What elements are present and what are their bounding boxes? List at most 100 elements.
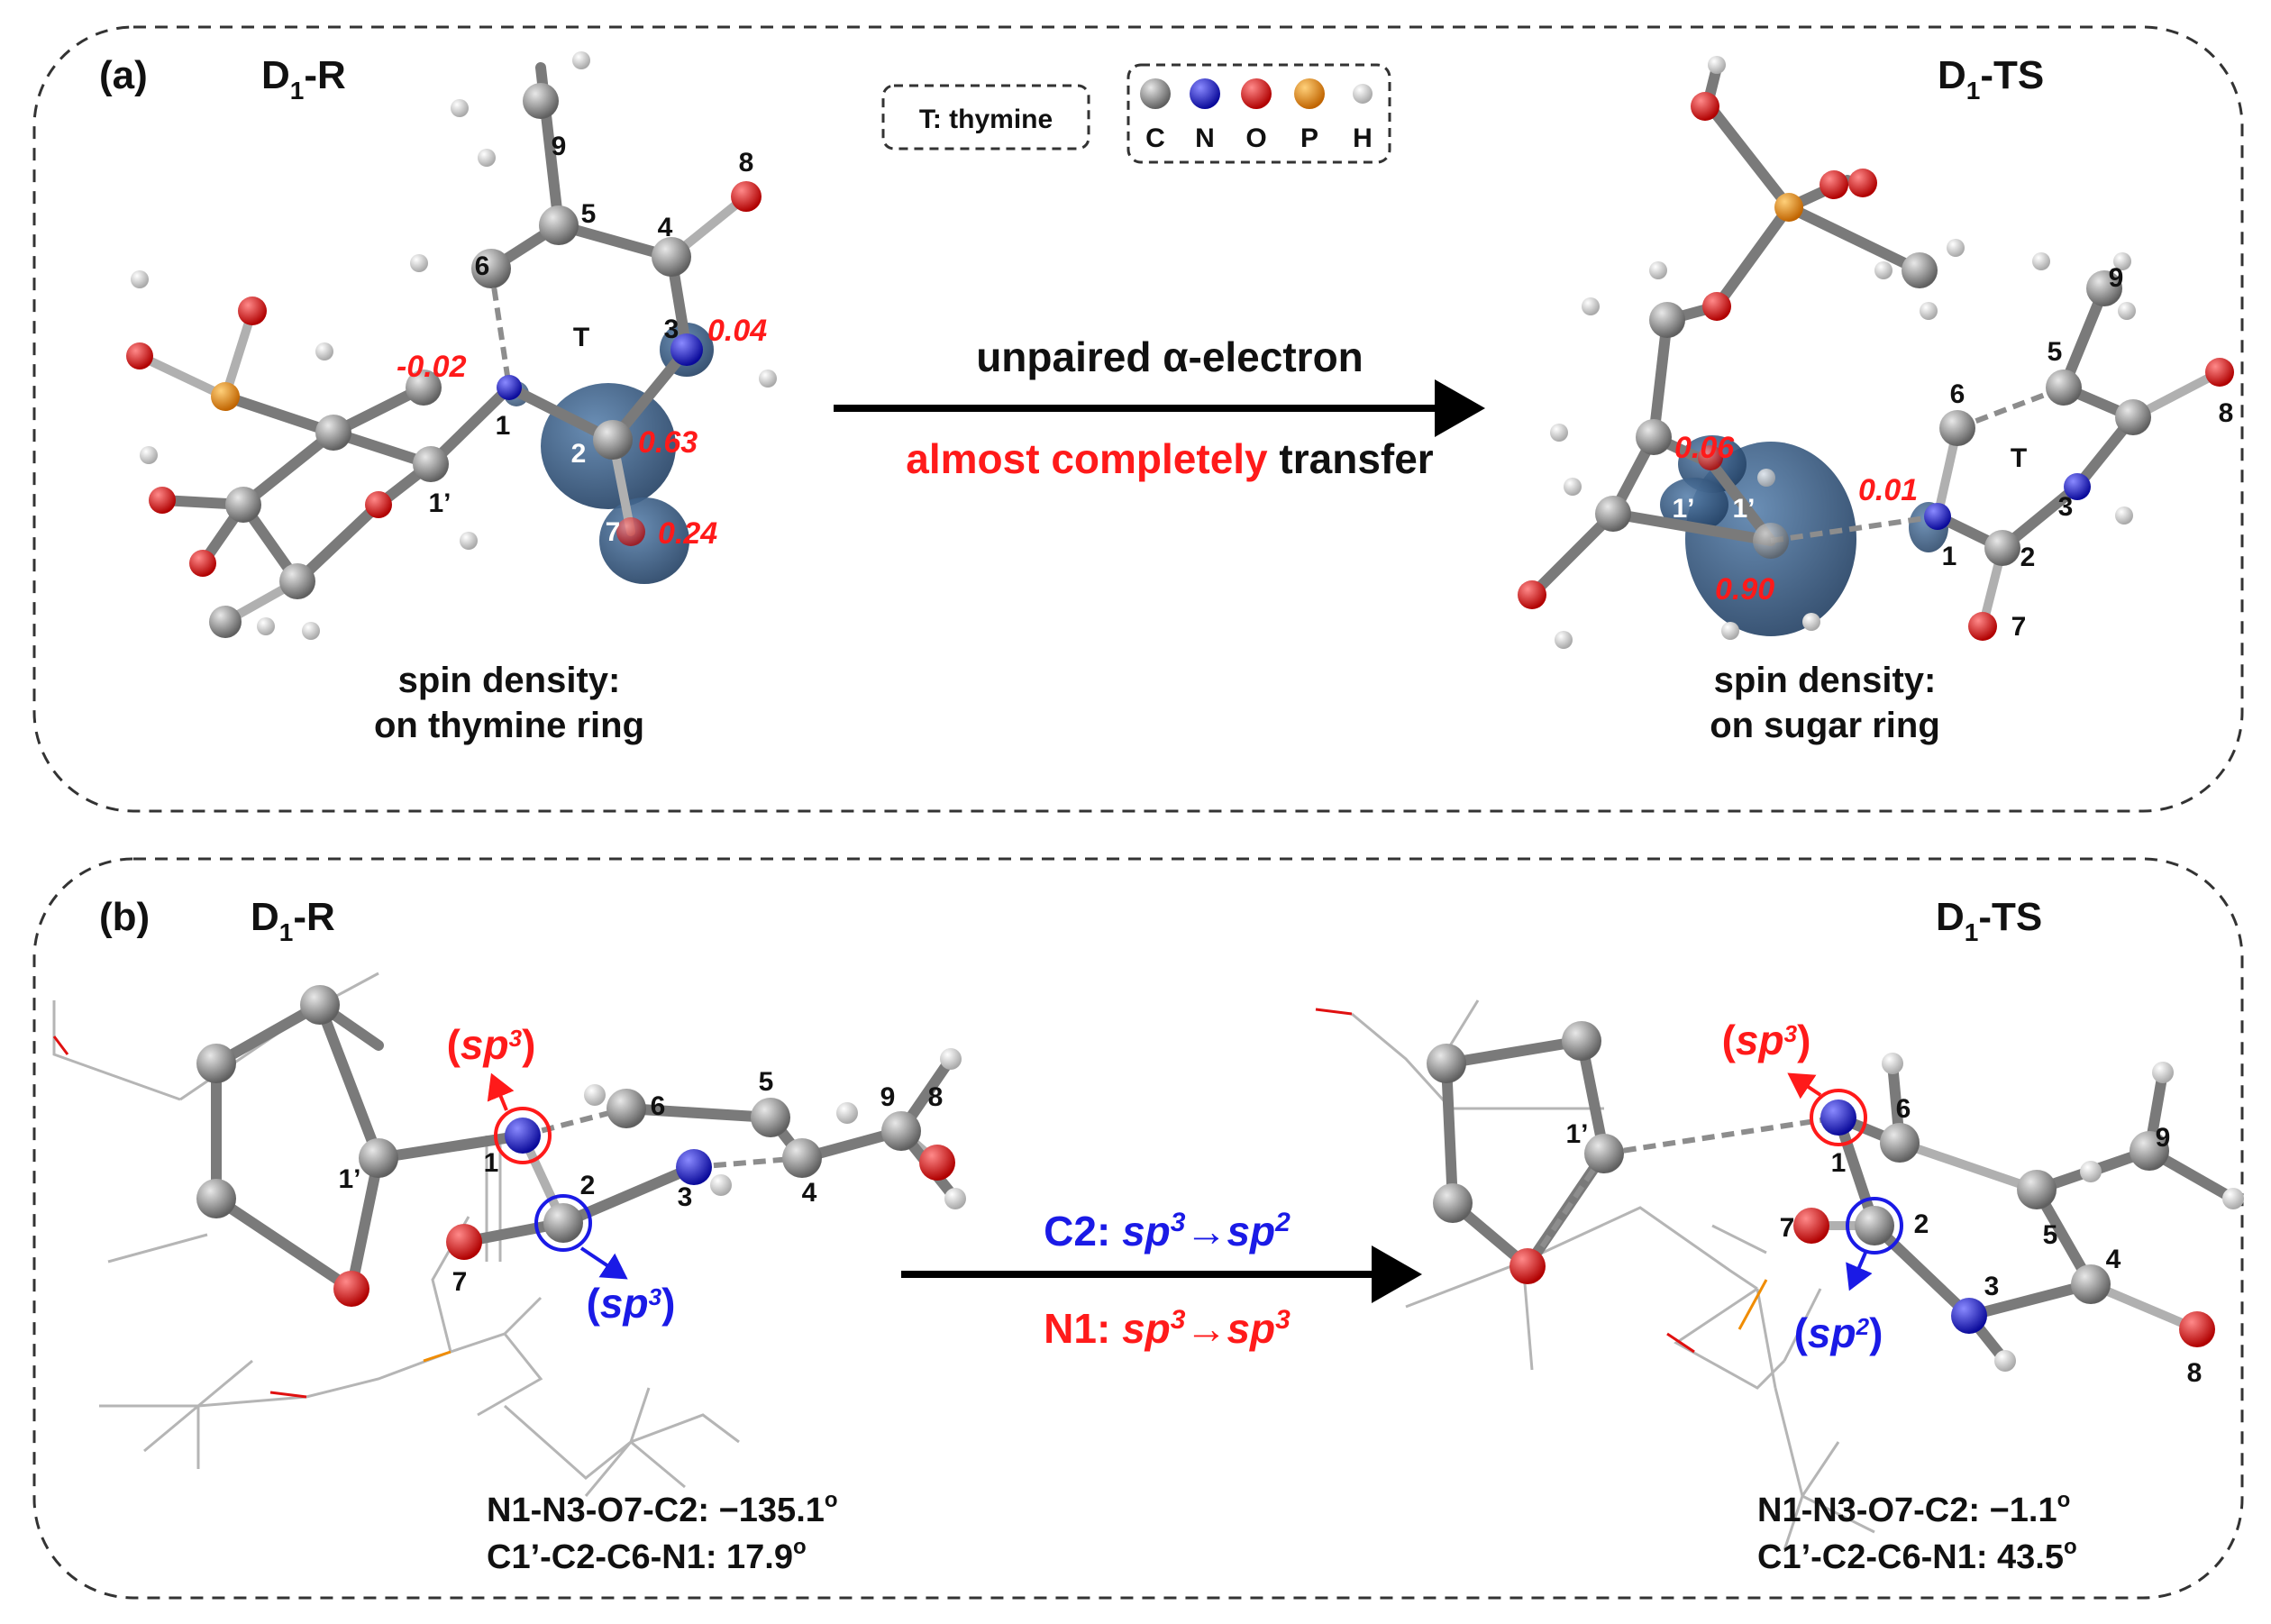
atom-number-label: 1’ (1732, 494, 1755, 524)
legend-label-o: O (1245, 123, 1266, 153)
hydrogen-atom (2115, 506, 2133, 525)
carbon-atom-c2 (1855, 1206, 1894, 1245)
spin-value-o7: 0.24 (658, 516, 717, 551)
carbon-atom-c5 (2046, 370, 2082, 406)
atom-number-label: 1 (484, 1148, 499, 1178)
oxygen-atom (189, 550, 216, 577)
hydrogen-atom (944, 1188, 966, 1209)
c2-highlight-ring (534, 1194, 592, 1252)
carbon-atom (315, 415, 351, 451)
panel-b-frame (32, 857, 2244, 1600)
hydrogen-atom (460, 532, 478, 550)
reactant-dihedral-1: N1-N3-O7-C2: −135.1o (487, 1488, 838, 1529)
atom-number-label: 8 (739, 148, 754, 178)
ts-dihedral-1: N1-N3-O7-C2: −1.1o (1757, 1488, 2070, 1529)
oxygen-atom-ring (1698, 445, 1723, 470)
panel-a-tag: (a) (99, 53, 148, 97)
hydrogen-atom (1649, 261, 1667, 279)
carbon-atom-c1prime (413, 446, 449, 482)
molecule-a-reactant: 9 8 5 4 6 3 T 1 2 1’ 7 -0.02 0.04 0.63 0… (126, 51, 777, 745)
spin-density-lobe-o7 (599, 497, 689, 584)
atom-number-label: 5 (2043, 1220, 2058, 1250)
atoms-a-reactant (126, 51, 777, 640)
spin-value-n3: 0.04 (707, 314, 767, 348)
arrow-b-bottom-text: N1: sp3→sp3 (1044, 1305, 1291, 1352)
hydrogen-atom (140, 446, 158, 464)
atom-number-label: 8 (2187, 1358, 2203, 1388)
spin-density-lobe-h (1660, 478, 1728, 532)
ts-caption-line1: spin density: (1714, 661, 1937, 700)
carbon-atom-c4 (652, 237, 691, 277)
atom-number-label: T (2011, 443, 2027, 473)
carbon-atom (196, 1044, 236, 1083)
phosphorus-atom (211, 382, 240, 411)
carbon-atom (1595, 496, 1631, 532)
hydrogen-atom (1874, 261, 1892, 279)
carbon-atom (209, 606, 242, 638)
atom-number-label: 1’ (1565, 1119, 1588, 1149)
reactant-n1-hybridization: (sp3) (447, 1021, 536, 1068)
hydrogen-atom (1757, 469, 1775, 487)
atoms-b-ts (1427, 1021, 2244, 1372)
carbon-atom-c4 (782, 1138, 822, 1178)
ts-c2-hybridization: (sp2) (1794, 1309, 1883, 1356)
bonds-b-reactant (211, 999, 961, 1294)
hydrogen-atom (759, 370, 777, 388)
hydrogen-atom (302, 622, 320, 640)
nitrogen-atom-n1 (1924, 503, 1951, 530)
carbon-atom (1562, 1021, 1601, 1061)
reactant-c2-hybridization: (sp3) (587, 1280, 676, 1327)
carbon-atom-c6 (607, 1089, 646, 1128)
reactant-dihedral-2: C1’-C2-C6-N1: 17.9o (487, 1535, 807, 1576)
atoms-a-ts (1518, 56, 2234, 649)
atom-number-label: 1’ (1672, 494, 1694, 524)
hydrogen-atom (572, 51, 590, 69)
hydrogen-atom (1882, 1053, 1903, 1074)
nitrogen-atom-n3 (676, 1149, 712, 1185)
hydrogen-atom (451, 99, 469, 117)
oxygen-atom-o8 (919, 1145, 955, 1181)
oxygen-atom (1509, 1248, 1546, 1284)
arrow-a-bottom-text: almost completely transfer (906, 435, 1434, 482)
carbon-atom-c6 (1939, 410, 1975, 446)
nitrogen-atom-n1 (1820, 1099, 1856, 1136)
carbon-atom-c5 (2017, 1170, 2057, 1209)
hydrogen-atom (1947, 239, 1965, 257)
spin-value-c1prime: 0.90 (1715, 572, 1774, 607)
spin-value-n1: -0.02 (397, 350, 467, 384)
carbon-atom-c4 (2115, 399, 2151, 435)
panel-b: (b) D1-R D1-TS C2: sp3→sp2 N1: sp3→sp3 (32, 857, 2244, 1600)
carbon-atom (1427, 1044, 1466, 1083)
carbon-atom (196, 1179, 236, 1218)
panel-b-tag: (b) (99, 895, 150, 939)
carbon-atom-c2 (1984, 530, 2020, 566)
atom-number-label: 9 (552, 132, 567, 161)
phosphorus-atom (1774, 193, 1803, 222)
oxygen-atom-o7 (446, 1224, 482, 1260)
hydrogen-atom (1721, 622, 1739, 640)
carbon-atom (279, 563, 315, 599)
carbon-atom-c9 (881, 1111, 921, 1151)
hydrogen-atom (1802, 613, 1820, 631)
atom-number-label: 3 (664, 315, 679, 344)
atom-number-label: 7 (452, 1267, 468, 1297)
hydrogen-atom (2032, 252, 2050, 270)
oxygen-atom (238, 297, 267, 325)
arrow-b-top-text: C2: sp3→sp2 (1044, 1208, 1291, 1254)
carbon-atom-c1prime (1584, 1134, 1624, 1173)
atom-number-label: 1 (1831, 1148, 1847, 1178)
hydrogen-atom (1708, 56, 1726, 74)
atom-number-label: 1’ (428, 488, 451, 518)
hydrogen-atom (1994, 1350, 2016, 1372)
carbon-atom-c4 (2071, 1264, 2111, 1304)
atom-number-label: 4 (802, 1178, 817, 1208)
carbon-atom-c9 (523, 83, 559, 119)
atom-number-label: 2 (580, 1171, 596, 1200)
panel-b-reactant-title: D1-R (251, 895, 335, 946)
ts-caption-line2: on sugar ring (1710, 706, 1940, 745)
legend-oxygen-icon (1241, 78, 1272, 109)
oxygen-atom (1820, 170, 1848, 199)
legend-thymine: T: thymine (881, 84, 1090, 151)
atom-number-label: 1 (1942, 542, 1957, 571)
legend-carbon-icon (1140, 78, 1171, 109)
